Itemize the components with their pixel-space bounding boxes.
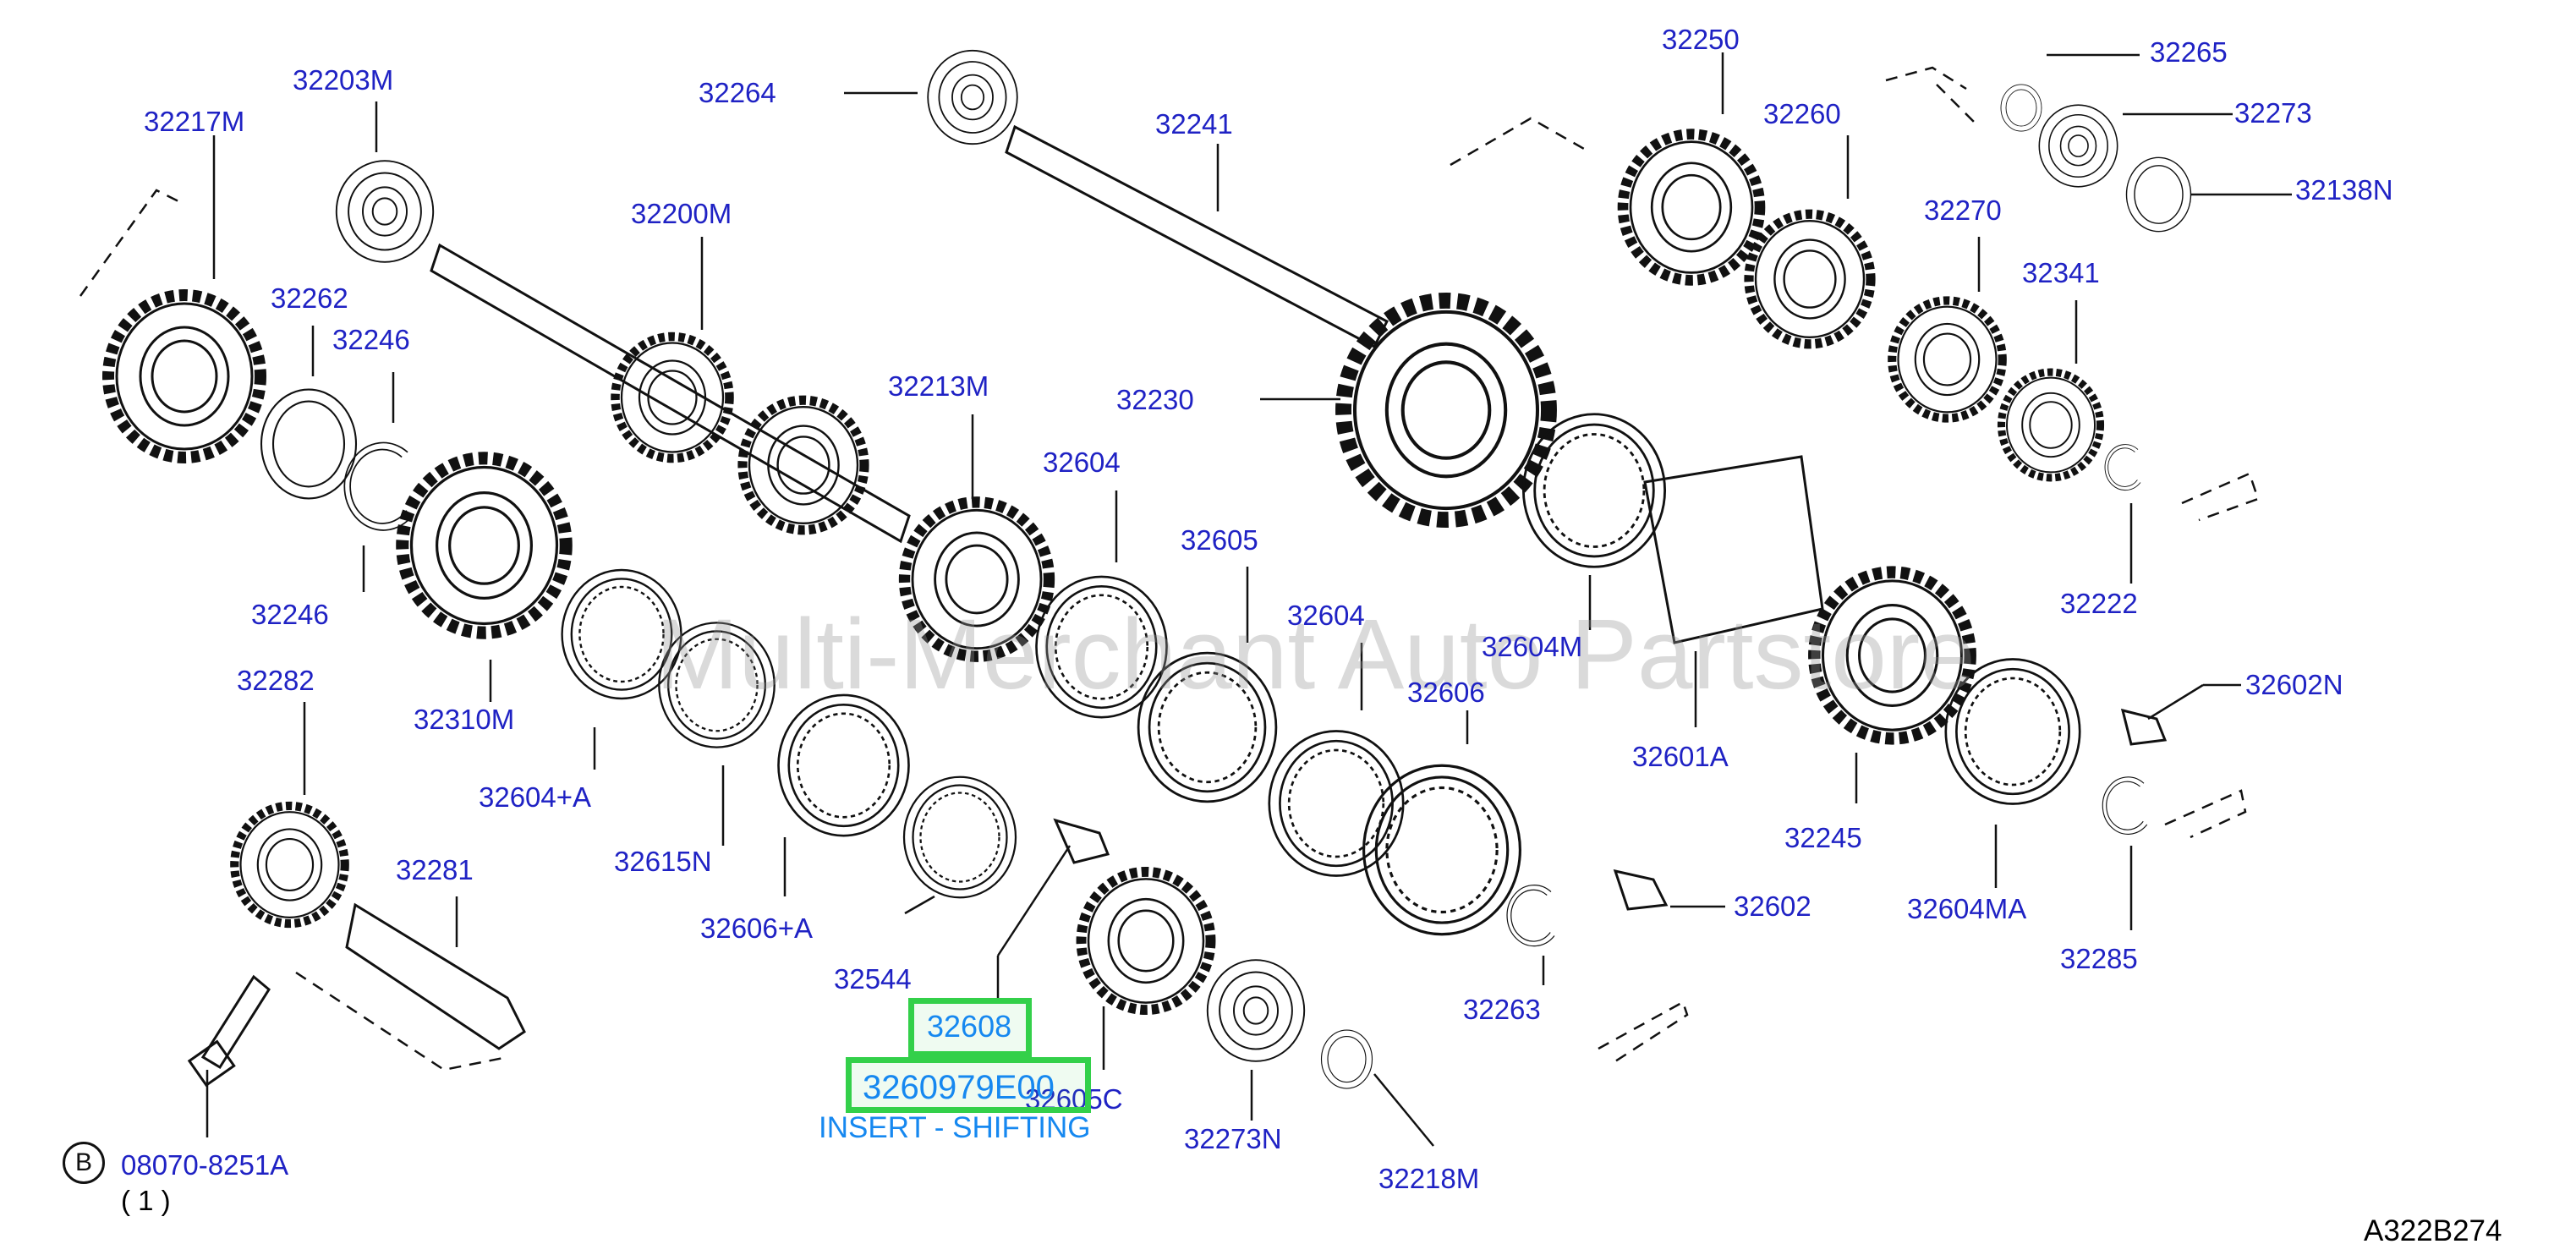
part-label-32217M[interactable]: 32217M xyxy=(144,106,245,137)
part-label-32604M[interactable]: 32604M xyxy=(1482,631,1583,662)
part-label-32273[interactable]: 32273 xyxy=(2234,97,2312,129)
part-label-32606-A[interactable]: 32606+A xyxy=(700,912,814,944)
part-label-32615N[interactable]: 32615N xyxy=(614,846,712,877)
part-label-32203M[interactable]: 32203M xyxy=(293,64,394,96)
illustration-code: A322B274 xyxy=(2364,1214,2502,1247)
leader-lines xyxy=(206,52,2292,1147)
part-label-32241[interactable]: 32241 xyxy=(1155,108,1233,140)
part-label-32260[interactable]: 32260 xyxy=(1763,98,1841,129)
part-label-32604-A[interactable]: 32604+A xyxy=(479,781,592,813)
part-label-32250[interactable]: 32250 xyxy=(1662,24,1740,55)
selected-part-label[interactable]: 32608 xyxy=(927,1009,1012,1044)
part-label-32246-lower[interactable]: 32246 xyxy=(251,599,329,630)
part-label-32601A[interactable]: 32601A xyxy=(1632,741,1729,772)
selected-part-number[interactable]: 3260979E00 xyxy=(863,1069,1055,1106)
part-label-32265[interactable]: 32265 xyxy=(2150,36,2228,68)
part-label-32285[interactable]: 32285 xyxy=(2060,943,2138,974)
part-label-32602[interactable]: 32602 xyxy=(1734,891,1811,922)
part-label-32270[interactable]: 32270 xyxy=(1924,195,2002,226)
part-label-32606[interactable]: 32606 xyxy=(1407,677,1485,708)
part-label-32138N[interactable]: 32138N xyxy=(2295,174,2393,206)
selected-part-number-highlight[interactable] xyxy=(846,1057,1091,1113)
part-label-32604-upper[interactable]: 32604 xyxy=(1043,447,1121,478)
selected-part-description: INSERT - SHIFTING xyxy=(819,1111,1091,1144)
part-label-08070-8251A[interactable]: 08070-8251A xyxy=(121,1149,289,1181)
part-label-32263[interactable]: 32263 xyxy=(1463,994,1541,1025)
bolt-marker-badge: B xyxy=(63,1142,105,1184)
part-label-32218M[interactable]: 32218M xyxy=(1378,1163,1480,1194)
part-label-32602N[interactable]: 32602N xyxy=(2245,669,2343,700)
part-label-32222[interactable]: 32222 xyxy=(2060,588,2138,619)
part-label-32604MA[interactable]: 32604MA xyxy=(1907,893,2027,924)
part-label-32544[interactable]: 32544 xyxy=(834,963,912,995)
part-label-32273N[interactable]: 32273N xyxy=(1184,1123,1282,1154)
part-label-32264[interactable]: 32264 xyxy=(699,77,776,108)
part-label-32604-middle[interactable]: 32604 xyxy=(1287,600,1365,631)
selected-part-highlight[interactable] xyxy=(908,998,1032,1057)
part-label-32246-upper[interactable]: 32246 xyxy=(332,324,410,355)
part-label-32230[interactable]: 32230 xyxy=(1116,384,1194,415)
part-drawings xyxy=(108,49,2192,1089)
part-label-32200M[interactable]: 32200M xyxy=(631,198,732,229)
part-label-32262[interactable]: 32262 xyxy=(271,282,348,314)
part-label-32282[interactable]: 32282 xyxy=(237,665,315,696)
dashed-guides xyxy=(79,66,2260,1071)
part-label-32245[interactable]: 32245 xyxy=(1784,822,1862,853)
part-label-32213M[interactable]: 32213M xyxy=(888,370,989,402)
part-label-32605[interactable]: 32605 xyxy=(1181,524,1258,556)
part-label-32310M[interactable]: 32310M xyxy=(414,704,515,735)
part-label-32341[interactable]: 32341 xyxy=(2022,257,2100,288)
bolt-quantity: ( 1 ) xyxy=(121,1185,171,1216)
part-label-32281[interactable]: 32281 xyxy=(396,854,474,885)
